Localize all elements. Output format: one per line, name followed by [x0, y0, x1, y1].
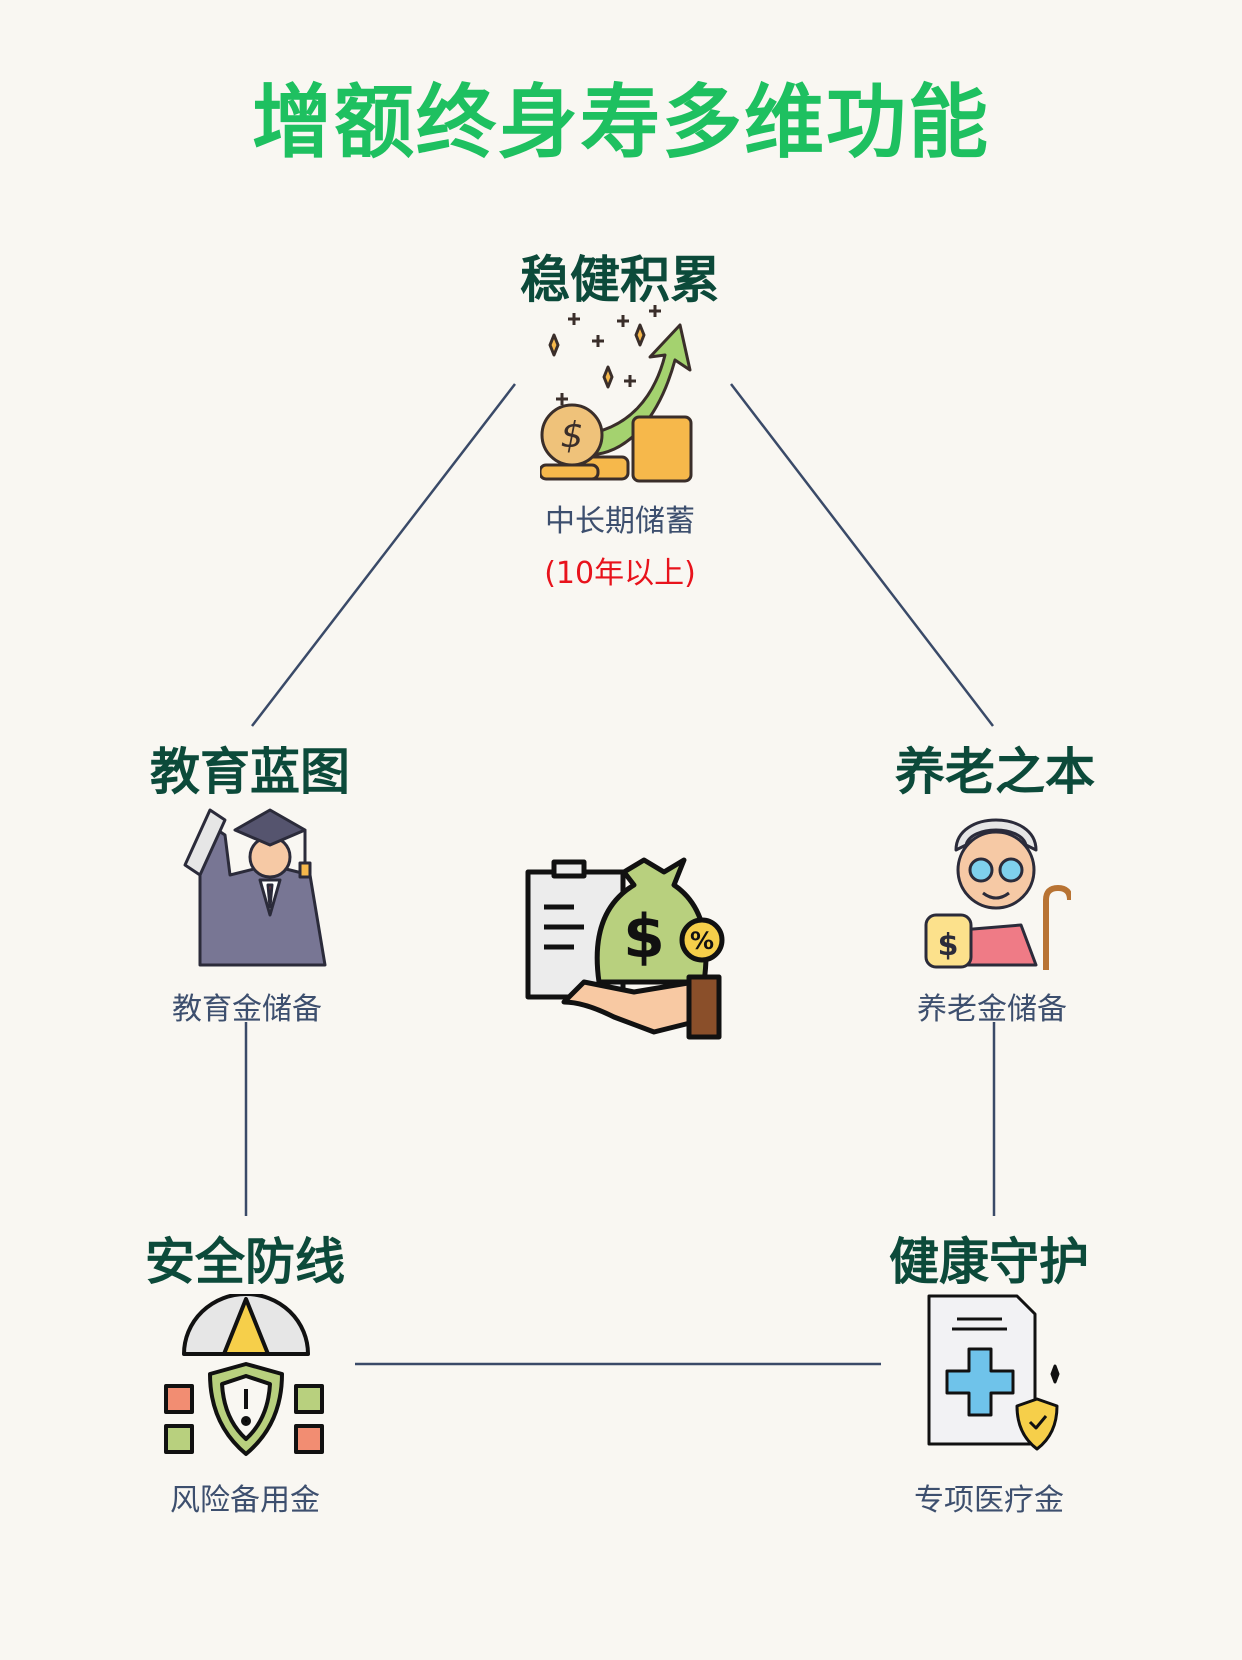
connector-top-right: [730, 383, 994, 727]
label-risk-reserve: 风险备用金: [170, 1483, 320, 1518]
graduate-icon: [183, 808, 327, 967]
heading-safety-defense: 安全防线: [145, 1233, 345, 1291]
heading-education-blueprint: 教育蓝图: [150, 743, 350, 801]
money-bag-hand-icon: $ %: [525, 857, 725, 1040]
label-retirement-fund: 养老金储备: [917, 992, 1067, 1027]
note-ten-years-plus: (10年以上): [544, 556, 696, 591]
connector-top-left: [251, 383, 516, 727]
svg-text:$: $: [623, 902, 665, 972]
svg-text:$: $: [938, 928, 959, 963]
page-title: 增额终身寿多维功能: [252, 76, 990, 169]
label-education-fund: 教育金储备: [172, 992, 322, 1027]
heading-stable-accumulation: 稳健积累: [520, 251, 720, 309]
safety-shield-icon: [164, 1294, 324, 1456]
medical-document-icon: [927, 1294, 1060, 1451]
svg-text:%: %: [690, 927, 714, 955]
coins-growth-icon: $: [540, 305, 693, 483]
label-medium-long-savings: 中长期储蓄: [545, 504, 695, 539]
heading-retirement-foundation: 养老之本: [895, 743, 1095, 801]
svg-text:$: $: [561, 415, 584, 456]
heading-health-guard: 健康守护: [889, 1233, 1089, 1291]
label-medical-fund: 专项医疗金: [914, 1483, 1064, 1518]
elderly-savings-icon: $: [924, 818, 1071, 970]
